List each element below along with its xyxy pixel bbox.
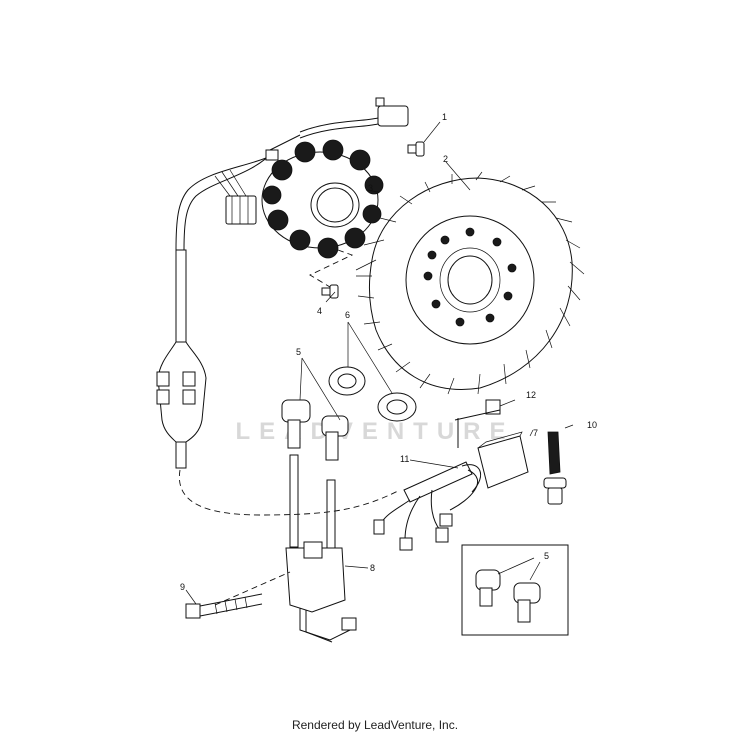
ignition-coil	[285, 541, 357, 643]
callout-9: 9	[180, 582, 185, 592]
callout-12: 12	[526, 390, 536, 400]
callout-4: 4	[317, 306, 322, 316]
callout-2: 2	[443, 154, 448, 164]
leader-lines	[185, 121, 574, 605]
stator	[261, 139, 384, 259]
screw-part-4	[321, 284, 339, 299]
callout-3: 3	[368, 183, 373, 193]
callout-8: 8	[370, 563, 375, 573]
stator-dashed-leader	[309, 249, 354, 288]
callout-7: 7	[533, 428, 538, 438]
watermark-text: LEADVENTURE	[235, 418, 514, 445]
footer-credit: Rendered by LeadVenture, Inc.	[291, 718, 459, 732]
callout-labels: 1 2 3 4 5 6 7 8 9 10 11 12 5	[180, 112, 597, 592]
callout-6: 6	[345, 310, 350, 320]
spark-plug-caps	[281, 399, 349, 551]
wiring-harness	[156, 97, 409, 469]
callout-1: 1	[442, 112, 447, 122]
screw-part-1	[407, 141, 425, 157]
bolt-part-9	[185, 593, 263, 619]
harness-dashed-route	[178, 469, 401, 516]
bolt-dashed-leader	[214, 571, 291, 606]
callout-10: 10	[587, 420, 597, 430]
cdi-module	[477, 399, 529, 489]
inset-alternate-caps	[461, 544, 569, 636]
callout-11: 11	[400, 454, 409, 464]
callout-5: 5	[296, 347, 301, 357]
spacers	[328, 366, 417, 422]
callout-5-inset: 5	[544, 551, 549, 561]
fuse-part-10	[543, 431, 567, 505]
sub-harness	[373, 461, 482, 551]
flywheel	[355, 171, 585, 395]
